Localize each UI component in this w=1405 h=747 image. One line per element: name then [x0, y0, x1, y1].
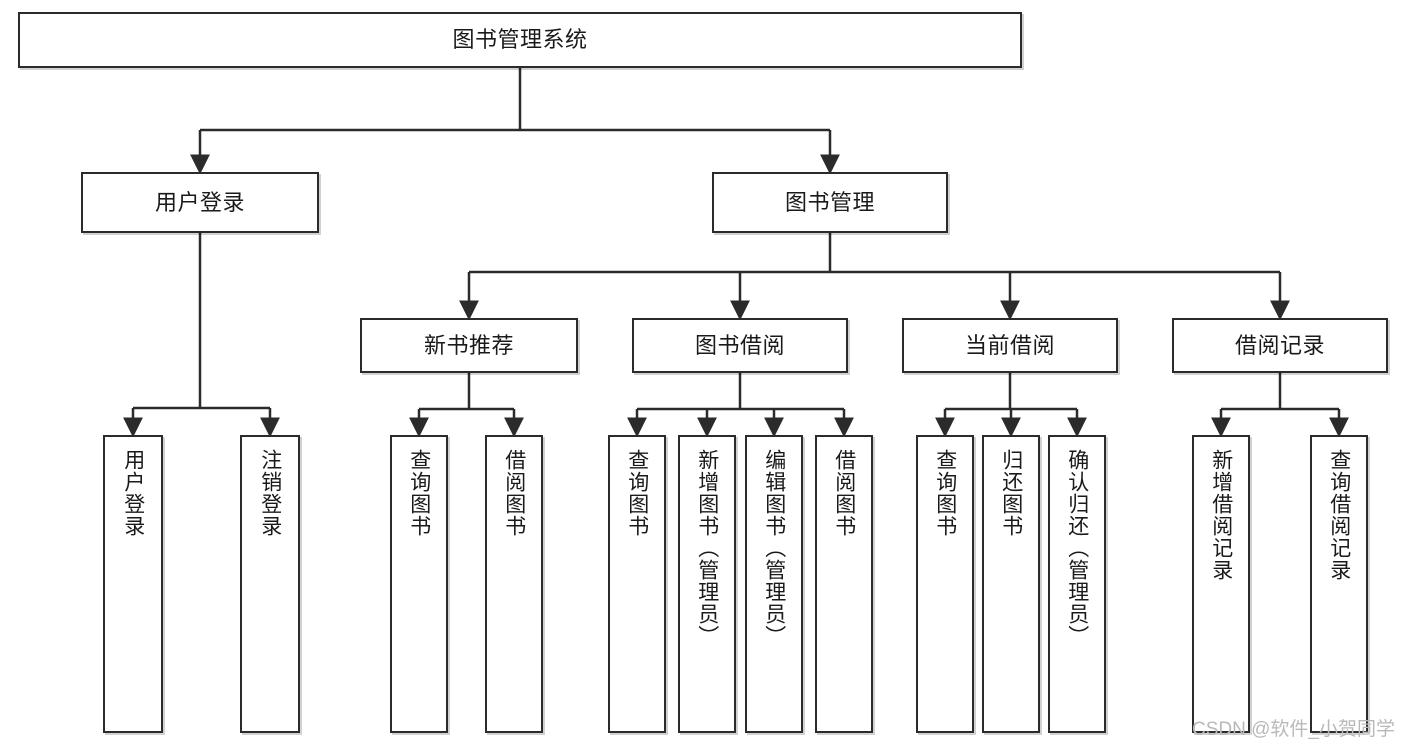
node-level2-新书推荐[interactable]: 新书推荐: [360, 318, 578, 373]
node-label: 编辑图书（管理员）: [762, 449, 786, 647]
node-leaf-5[interactable]: 新增图书（管理员）: [678, 435, 736, 733]
node-leaf-1[interactable]: 注销登录: [240, 435, 300, 733]
node-leaf-6[interactable]: 编辑图书（管理员）: [745, 435, 803, 733]
node-label: 用户登录: [121, 449, 145, 537]
node-label: 图书管理: [784, 189, 875, 215]
node-label: 查询图书: [625, 449, 649, 537]
node-leaf-3[interactable]: 借阅图书: [485, 435, 543, 733]
node-leaf-0[interactable]: 用户登录: [103, 435, 163, 733]
node-label: 查询借阅记录: [1327, 449, 1351, 581]
node-label: 新增借阅记录: [1209, 449, 1233, 581]
node-level1-图书管理[interactable]: 图书管理: [712, 172, 948, 233]
node-leaf-10[interactable]: 确认归还（管理员）: [1048, 435, 1106, 733]
node-level2-当前借阅[interactable]: 当前借阅: [902, 318, 1118, 373]
node-label: 确认归还（管理员）: [1065, 449, 1089, 647]
node-label: 借阅图书: [832, 449, 856, 537]
node-label: 当前借阅: [964, 332, 1055, 358]
node-label: 借阅记录: [1234, 332, 1325, 358]
node-label: 图书管理系统: [452, 27, 588, 53]
node-leaf-9[interactable]: 归还图书: [982, 435, 1040, 733]
node-label: 查询图书: [407, 449, 431, 537]
node-label: 查询图书: [933, 449, 957, 537]
node-label: 借阅图书: [502, 449, 526, 537]
node-level1-用户登录[interactable]: 用户登录: [81, 172, 319, 233]
node-label: 注销登录: [258, 449, 282, 537]
node-level2-图书借阅[interactable]: 图书借阅: [632, 318, 848, 373]
node-leaf-4[interactable]: 查询图书: [608, 435, 666, 733]
node-label: 新增图书（管理员）: [695, 449, 719, 647]
node-label: 归还图书: [999, 449, 1023, 537]
node-leaf-8[interactable]: 查询图书: [916, 435, 974, 733]
node-label: 新书推荐: [423, 332, 514, 358]
node-leaf-12[interactable]: 查询借阅记录: [1310, 435, 1368, 733]
node-label: 图书借阅: [694, 332, 785, 358]
node-label: 用户登录: [154, 189, 245, 215]
node-leaf-2[interactable]: 查询图书: [390, 435, 448, 733]
node-leaf-7[interactable]: 借阅图书: [815, 435, 873, 733]
node-leaf-11[interactable]: 新增借阅记录: [1192, 435, 1250, 733]
watermark-text: CSDN @软件_小贺同学: [1192, 719, 1395, 740]
node-root-图书管理系统[interactable]: 图书管理系统: [18, 12, 1022, 68]
node-level2-借阅记录[interactable]: 借阅记录: [1172, 318, 1388, 373]
